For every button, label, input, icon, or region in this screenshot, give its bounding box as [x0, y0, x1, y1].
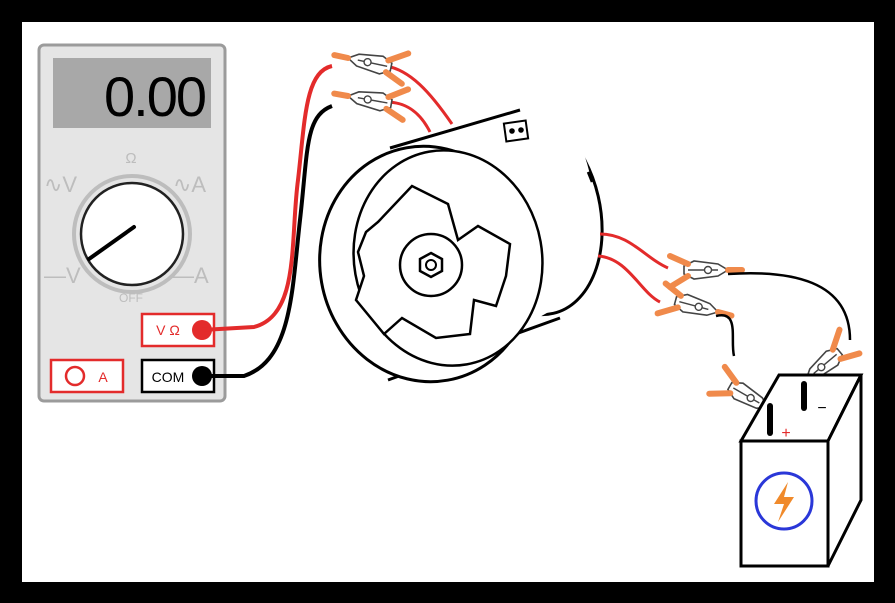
red-test-lead[interactable]	[201, 64, 333, 332]
black-test-lead[interactable]	[202, 104, 333, 378]
jack-volt-ohm-label: V Ω	[156, 322, 180, 338]
meter-leads	[201, 64, 333, 378]
dial-label-dc-volts: —V	[44, 263, 81, 288]
jack-common-label: COM	[152, 369, 185, 385]
dial-label-ohms: Ω	[125, 150, 136, 167]
battery: + −	[738, 373, 864, 568]
alligator-clip-motor-lead-2[interactable]	[658, 283, 736, 332]
alligator-clip-red-lead[interactable]	[331, 38, 408, 83]
meter-reading: 0.00	[104, 65, 205, 128]
dial-label-ac-volts: ∿V	[44, 172, 77, 197]
jack-amps-socket	[64, 365, 86, 387]
alligator-clip-motor-lead-1[interactable]	[670, 256, 742, 287]
meter-display	[53, 58, 211, 128]
lightning-bolt-icon	[774, 482, 794, 522]
dial-label-off: OFF	[119, 291, 143, 305]
battery-negative-label: −	[817, 400, 826, 417]
dial-label-ac-amps: ∿A	[173, 172, 206, 197]
jack-amps-label: A	[98, 369, 108, 385]
selector-knob[interactable]	[72, 174, 192, 294]
selector-pointer	[87, 225, 136, 261]
motor-leads	[385, 64, 669, 304]
motor-terminal-block	[502, 119, 530, 143]
dc-motor	[318, 102, 604, 384]
jack-amps[interactable]: A	[49, 358, 125, 394]
multimeter: 0.00 Ω ∿V ∿A —V —A OFF V Ω A COM	[37, 43, 227, 403]
battery-positive-label: +	[781, 425, 790, 442]
battery-jumpers	[715, 271, 852, 357]
